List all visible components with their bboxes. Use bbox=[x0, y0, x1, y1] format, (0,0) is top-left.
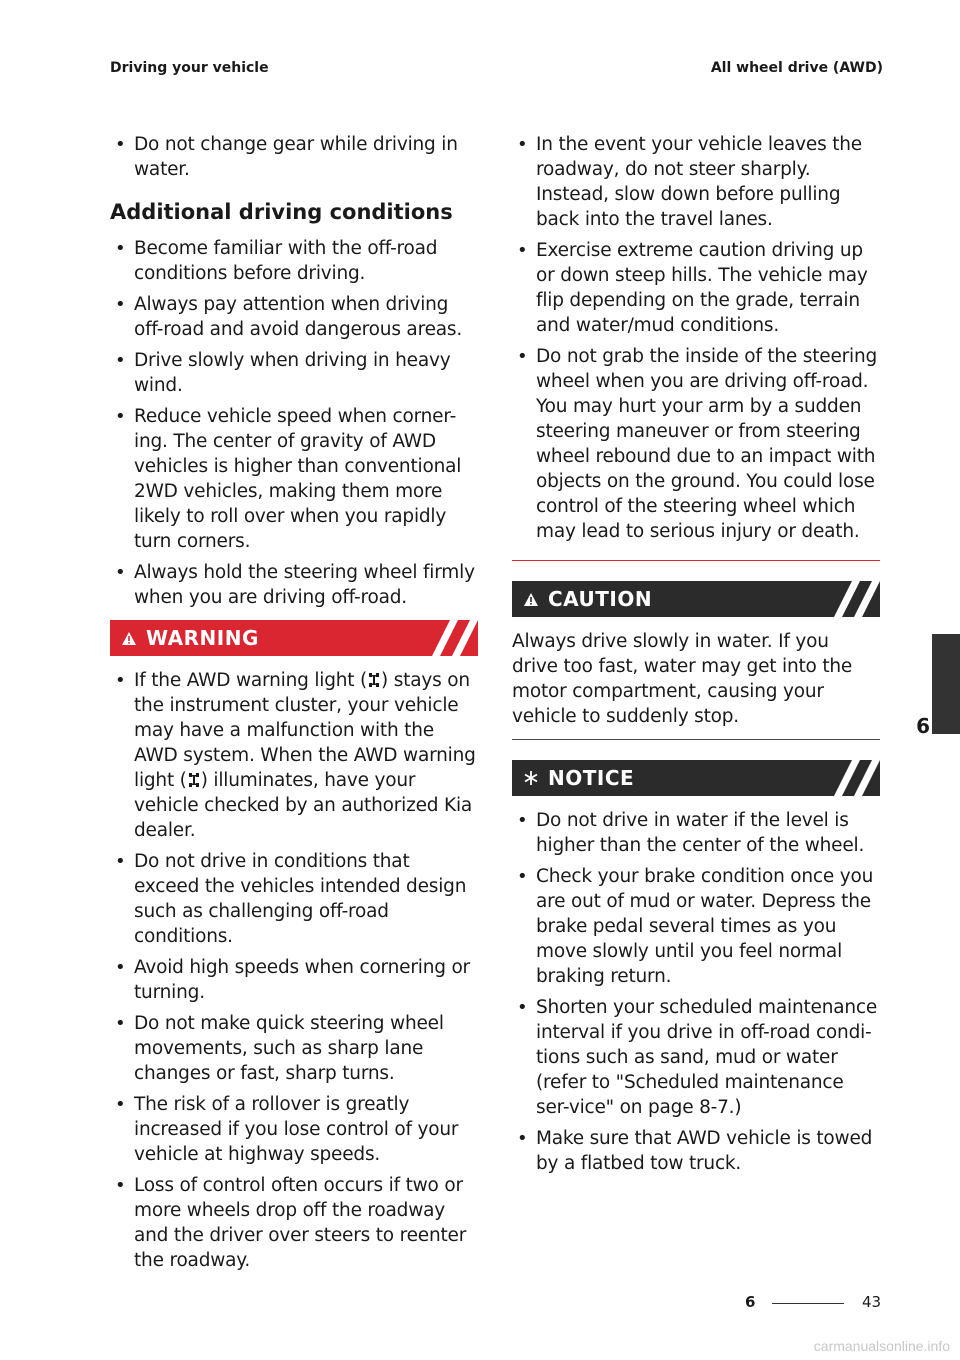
warning-text-part: If the AWD warning light ( bbox=[134, 670, 368, 691]
list-item: Avoid high speeds when cornering or turn… bbox=[110, 955, 478, 1005]
header-left: Driving your vehicle bbox=[110, 60, 269, 76]
caution-banner: CAUTION bbox=[512, 581, 880, 617]
notice-list: Do not drive in water if the level is hi… bbox=[512, 808, 880, 1176]
warning-text-part: ) illuminates, have your vehicle checked… bbox=[134, 770, 473, 841]
list-item: Shorten your scheduled maintenance inter… bbox=[512, 995, 880, 1120]
watermark: carmanualsonline.info bbox=[813, 1338, 950, 1354]
list-item: Reduce vehicle speed when corner-ing. Th… bbox=[110, 404, 478, 554]
caution-text: Always drive slowly in water. If you dri… bbox=[512, 631, 853, 727]
section-divider bbox=[512, 560, 880, 561]
notice-banner: NOTICE bbox=[512, 760, 880, 796]
list-item: Always pay attention when driving off-ro… bbox=[110, 292, 478, 342]
list-item: Do not drive in conditions that exceed t… bbox=[110, 849, 478, 949]
warning-triangle-icon bbox=[112, 631, 146, 646]
list-item: Do not make quick steering wheel movemen… bbox=[110, 1011, 478, 1086]
list-item: Check your brake condition once you are … bbox=[512, 864, 880, 989]
list-item: Drive slowly when driving in heavy wind. bbox=[110, 348, 478, 398]
list-item: The risk of a rollover is greatly increa… bbox=[110, 1092, 478, 1167]
section-title: Additional driving conditions bbox=[110, 200, 453, 224]
header-right: All wheel drive (AWD) bbox=[710, 60, 883, 76]
awd-warning-light-icon bbox=[188, 773, 199, 787]
chapter-tab-number: 6 bbox=[916, 714, 930, 738]
notice-label: NOTICE bbox=[548, 766, 635, 790]
footer-divider bbox=[772, 1303, 844, 1304]
list-item: Always hold the steering wheel firmly wh… bbox=[110, 560, 478, 610]
list-item: In the event your vehicle leaves the roa… bbox=[512, 132, 880, 232]
list-item: Make sure that AWD vehicle is towed by a… bbox=[512, 1126, 880, 1176]
intro-list: Do not change gear while driving in wate… bbox=[110, 132, 478, 182]
warning-banner: WARNING bbox=[110, 620, 478, 656]
banner-slash-decoration bbox=[432, 620, 478, 656]
list-item: Become familiar with the off-road condit… bbox=[110, 236, 478, 286]
chapter-tab bbox=[932, 634, 960, 734]
list-item: If the AWD warning light () stays on the… bbox=[110, 668, 478, 843]
warning-list: If the AWD warning light () stays on the… bbox=[110, 668, 478, 1273]
list-item: Exercise extreme caution driving up or d… bbox=[512, 238, 880, 338]
list-item: Loss of control often occurs if two or m… bbox=[110, 1173, 478, 1273]
caution-label: CAUTION bbox=[548, 587, 653, 611]
conditions-list: Become familiar with the off-road condit… bbox=[110, 236, 478, 610]
warning-text-part: ) stays on the instrument cluster, your … bbox=[134, 670, 476, 791]
page-number: 43 bbox=[862, 1293, 882, 1311]
list-item: Do not change gear while driving in wate… bbox=[110, 132, 478, 182]
offroad-list: In the event your vehicle leaves the roa… bbox=[512, 132, 880, 544]
left-column: Do not change gear while driving in wate… bbox=[110, 132, 478, 1279]
warning-triangle-icon bbox=[514, 592, 548, 607]
awd-warning-light-icon bbox=[369, 673, 380, 687]
list-item: Do not grab the inside of the steering w… bbox=[512, 344, 880, 544]
banner-slash-decoration bbox=[834, 760, 880, 796]
right-column: In the event your vehicle leaves the roa… bbox=[512, 132, 880, 1182]
warning-label: WARNING bbox=[146, 626, 259, 650]
footer-chapter: 6 bbox=[745, 1293, 756, 1311]
banner-slash-decoration bbox=[834, 581, 880, 617]
asterisk-icon bbox=[514, 770, 548, 786]
section-divider bbox=[512, 739, 880, 740]
list-item: Do not drive in water if the level is hi… bbox=[512, 808, 880, 858]
